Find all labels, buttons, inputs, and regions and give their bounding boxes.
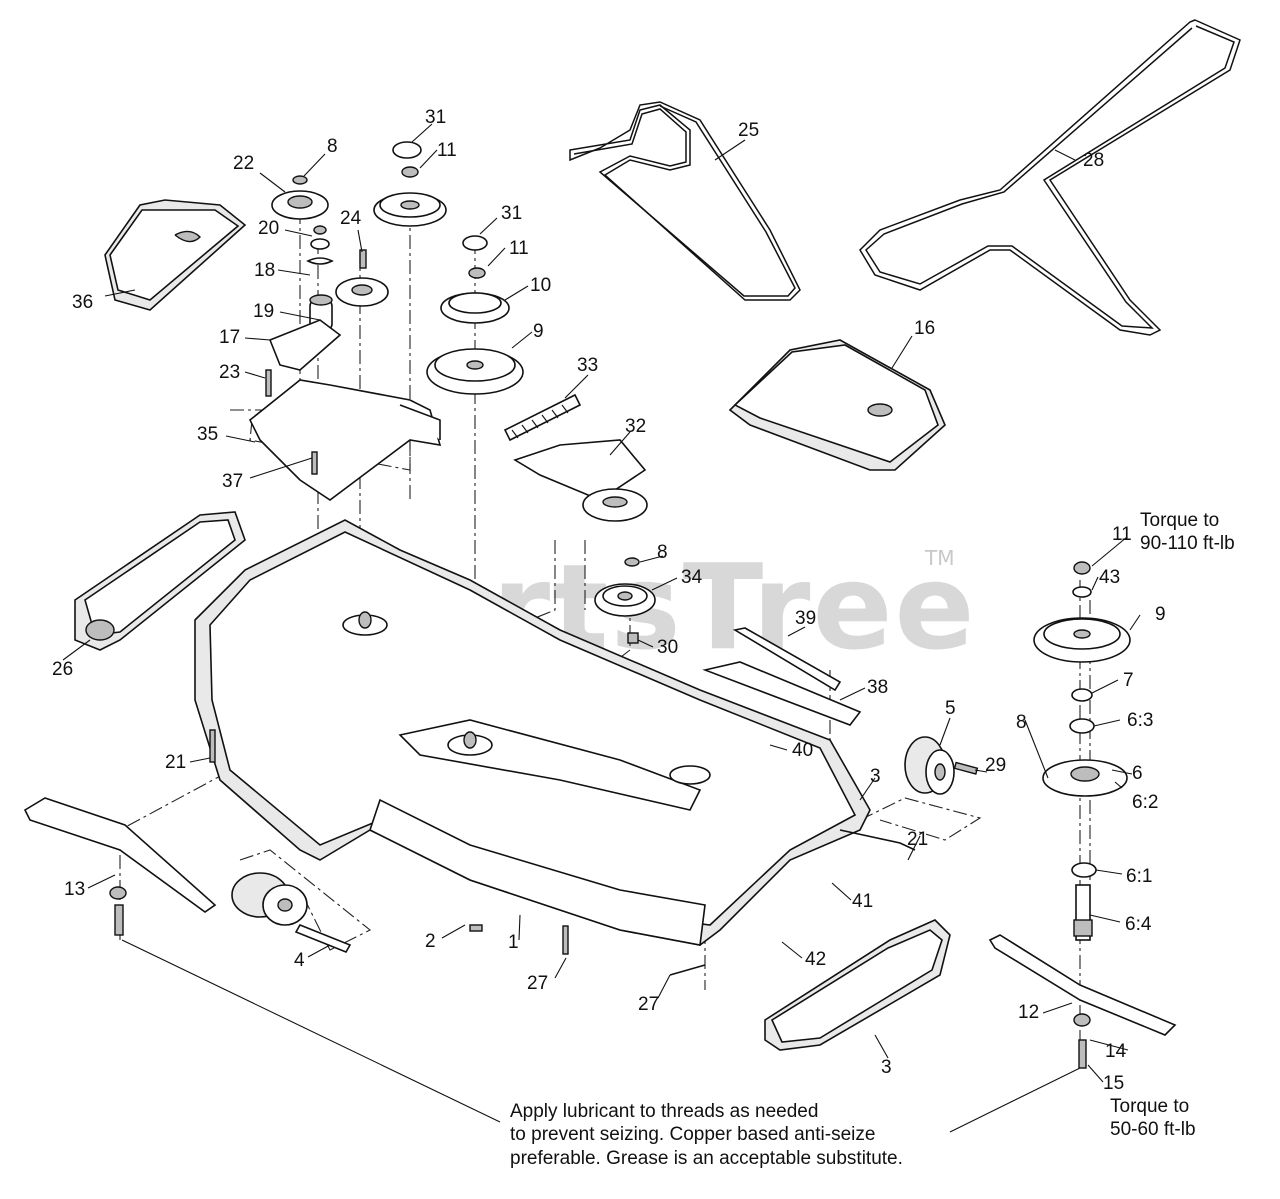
callout-8: 8 — [1016, 712, 1027, 733]
cover-36 — [104, 199, 247, 311]
callout-3: 3 — [870, 766, 881, 787]
bracket-35 — [248, 379, 442, 501]
deflector-26 — [74, 511, 246, 651]
pulley-34 — [594, 557, 656, 644]
callout-14: 14 — [1105, 1041, 1127, 1062]
belt-28 — [859, 19, 1241, 336]
pulley-31-11-10-9 — [426, 235, 524, 395]
belt-25 — [569, 101, 801, 301]
callout-23: 23 — [219, 362, 240, 383]
callout-11: 11 — [1112, 524, 1132, 545]
callout-6: 6 — [1132, 763, 1143, 784]
callout-19: 19 — [253, 301, 274, 322]
callout-22: 22 — [233, 153, 254, 174]
callout-4: 4 — [294, 950, 305, 971]
callout-6-2: 6:2 — [1132, 792, 1158, 813]
idler-32 — [513, 439, 648, 522]
callout-6-1: 6:1 — [1126, 866, 1152, 887]
wheel-5 — [904, 736, 979, 795]
callout-11: 11 — [509, 238, 529, 259]
callout-31: 31 — [425, 107, 446, 128]
cover-16 — [728, 339, 946, 471]
callout-35: 35 — [197, 424, 218, 445]
callout-41: 41 — [852, 891, 873, 912]
callout-29: 29 — [985, 755, 1006, 776]
pulley-22 — [271, 175, 329, 220]
callout-30: 30 — [657, 637, 678, 658]
callout-6-3: 6:3 — [1127, 710, 1153, 731]
callout-11: 11 — [437, 140, 457, 161]
callout-3: 3 — [881, 1057, 892, 1078]
watermark-tm: TM — [924, 546, 954, 570]
callout-15: 15 — [1103, 1073, 1124, 1094]
deflector-right — [764, 919, 951, 1051]
wheel-4 — [231, 872, 352, 954]
spring-18-20-19 — [306, 225, 334, 331]
callout-42: 42 — [805, 949, 826, 970]
pulley-31-11-top — [373, 141, 447, 227]
callout-20: 20 — [258, 218, 279, 239]
callout-16: 16 — [914, 318, 935, 339]
torque-note-bottom-line1: Torque to — [1110, 1096, 1189, 1117]
spindle-assembly-6 — [1033, 561, 1131, 941]
blade-12 — [988, 934, 1177, 1069]
callout-21: 21 — [165, 752, 186, 773]
callout-12: 12 — [1018, 1002, 1039, 1023]
callout-34: 34 — [681, 567, 703, 588]
callout-31: 31 — [501, 203, 522, 224]
callout-17: 17 — [219, 327, 240, 348]
spring-33 — [503, 393, 582, 442]
pulley-24 — [335, 249, 389, 307]
callout-24: 24 — [340, 208, 362, 229]
callout-9: 9 — [1155, 604, 1166, 625]
callout-18: 18 — [254, 260, 275, 281]
callout-1: 1 — [508, 932, 519, 953]
callout-2: 2 — [425, 931, 436, 952]
callout-32: 32 — [625, 416, 646, 437]
callouts: 31 11 22 8 25 28 20 24 31 11 18 36 10 19… — [52, 107, 1166, 1094]
idler-arm-17 — [265, 319, 342, 397]
callout-27: 27 — [638, 994, 659, 1015]
callout-37: 37 — [222, 471, 243, 492]
lubricant-note-line3: preferable. Grease is an acceptable subs… — [510, 1148, 903, 1169]
callout-36: 36 — [72, 292, 93, 313]
torque-note-bottom-line2: 50-60 ft-lb — [1110, 1119, 1196, 1140]
callout-21: 21 — [907, 829, 928, 850]
lubricant-note-line2: to prevent seizing. Copper based anti-se… — [510, 1124, 875, 1145]
callout-33: 33 — [577, 355, 598, 376]
torque-note-top: Torque to 90-110 ft-lb — [1140, 510, 1235, 554]
callout-28: 28 — [1083, 150, 1104, 171]
callout-43: 43 — [1099, 567, 1120, 588]
blade-13 — [23, 797, 217, 936]
callout-39: 39 — [795, 608, 816, 629]
baffle-38 — [702, 661, 862, 726]
leader-lines — [62, 123, 1141, 1133]
bar-39 — [732, 627, 842, 692]
callout-27: 27 — [527, 973, 548, 994]
lubricant-note: Apply lubricant to threads as needed to … — [510, 1101, 903, 1169]
callout-8: 8 — [657, 542, 668, 563]
callout-38: 38 — [867, 677, 888, 698]
callout-8: 8 — [327, 136, 338, 157]
torque-note-bottom: Torque to 50-60 ft-lb — [1110, 1096, 1196, 1140]
callout-10: 10 — [530, 275, 551, 296]
callout-40: 40 — [792, 740, 813, 761]
callout-6-4: 6:4 — [1125, 914, 1152, 935]
torque-note-top-line2: 90-110 ft-lb — [1140, 533, 1235, 554]
mower-deck-1 — [194, 519, 916, 976]
callout-26: 26 — [52, 659, 73, 680]
callout-13: 13 — [64, 879, 85, 900]
callout-5: 5 — [945, 698, 956, 719]
lubricant-note-line1: Apply lubricant to threads as needed — [510, 1101, 818, 1122]
torque-note-top-line1: Torque to — [1140, 510, 1219, 531]
callout-25: 25 — [738, 120, 759, 141]
callout-9: 9 — [533, 321, 544, 342]
callout-7: 7 — [1123, 670, 1134, 691]
